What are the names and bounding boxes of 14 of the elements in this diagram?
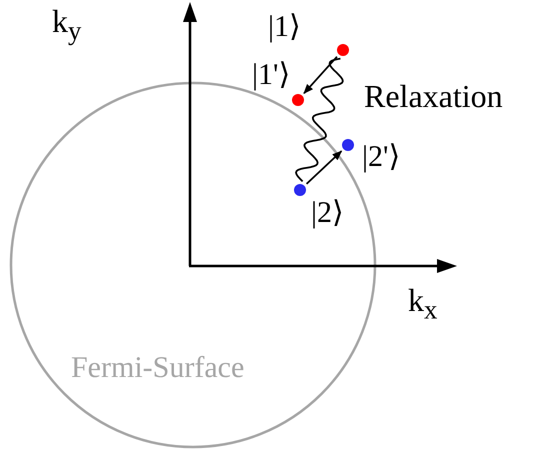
state-label: |2⟩ — [311, 198, 344, 228]
surface-label: Fermi-Surface — [71, 353, 244, 383]
axis-label: k$_{x}$ — [408, 284, 438, 324]
state-label: |1'⟩ — [252, 60, 290, 90]
state-dot — [337, 44, 349, 56]
wavy-line — [295, 58, 344, 182]
state-dot — [294, 184, 306, 196]
state-dot — [342, 139, 354, 151]
state-label: |2'⟩ — [362, 142, 400, 172]
state-label: |1⟩ — [268, 12, 302, 42]
arrow — [303, 56, 338, 94]
state-dot — [292, 94, 304, 106]
axis-label: k$_{y}$ — [52, 5, 82, 44]
process-label: Relaxation — [364, 80, 503, 112]
